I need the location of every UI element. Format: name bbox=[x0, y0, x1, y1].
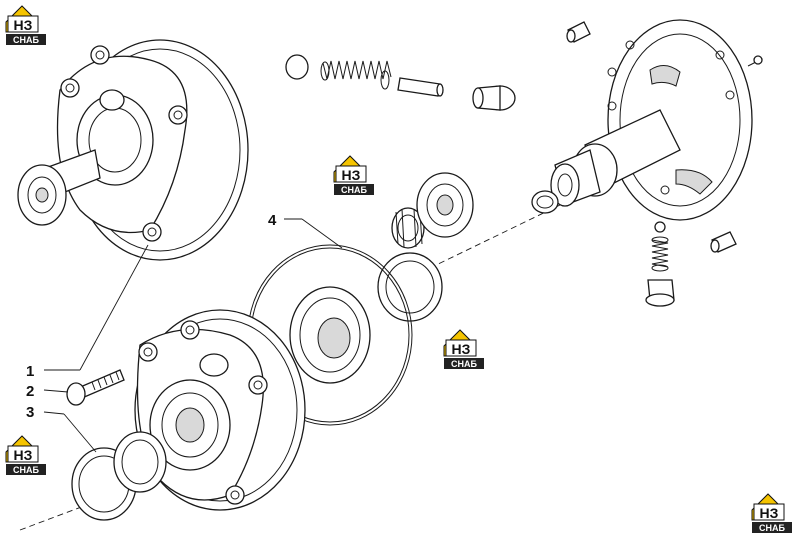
watermark-logo-bottom-right: НЗ СНАБ bbox=[751, 493, 792, 533]
dowel-pin-top bbox=[566, 21, 591, 43]
callout-3: 3 bbox=[26, 404, 34, 421]
drive-gear-small bbox=[416, 172, 474, 238]
watermark-logo-top-left: НЗ СНАБ bbox=[5, 5, 46, 45]
dowel-pin-right bbox=[710, 231, 737, 253]
bushing-small bbox=[531, 190, 559, 214]
o-ring-small bbox=[285, 54, 309, 80]
watermark-tagline: СНАБ bbox=[13, 465, 39, 475]
watermark-mark: НЗ bbox=[452, 341, 471, 357]
leader-line-3b bbox=[63, 413, 97, 453]
screw-small-top bbox=[747, 55, 763, 67]
bearing-ring bbox=[377, 252, 443, 322]
seal-spacer bbox=[113, 431, 167, 493]
watermark-tagline: СНАБ bbox=[341, 185, 367, 195]
watermark-tagline: СНАБ bbox=[759, 523, 785, 533]
watermark-logo-lower-left: НЗ СНАБ bbox=[5, 435, 46, 475]
callout-1: 1 bbox=[26, 363, 34, 380]
plug-screw bbox=[645, 279, 675, 307]
leader-line-4b bbox=[301, 218, 343, 249]
shaft-axis-line bbox=[429, 204, 561, 269]
leader-line-2 bbox=[43, 389, 69, 393]
bolt bbox=[66, 369, 125, 406]
callout-2: 2 bbox=[26, 383, 34, 400]
valve-plunger bbox=[472, 85, 516, 111]
spring-lower bbox=[651, 236, 669, 272]
stator-shaft-assembly bbox=[550, 19, 753, 221]
pin-upper bbox=[397, 77, 444, 97]
watermark-tagline: СНАБ bbox=[451, 359, 477, 369]
ring-gear bbox=[289, 286, 371, 384]
watermark-mark: НЗ bbox=[14, 447, 33, 463]
watermark-mark: НЗ bbox=[760, 505, 779, 521]
lower-axis-line bbox=[19, 454, 221, 531]
needle-bearing bbox=[391, 207, 425, 249]
spring-upper bbox=[320, 60, 392, 90]
watermark-logo-mid: НЗ СНАБ bbox=[333, 155, 374, 195]
leader-line-3 bbox=[43, 411, 65, 415]
ball-check bbox=[654, 221, 666, 233]
watermark-mark: НЗ bbox=[342, 167, 361, 183]
upper-pump-housing bbox=[17, 39, 249, 261]
watermark-logo-center-right: НЗ СНАБ bbox=[443, 329, 484, 369]
watermark-mark: НЗ bbox=[14, 17, 33, 33]
lower-pump-housing bbox=[134, 309, 306, 511]
leader-line-1b bbox=[79, 244, 149, 371]
callout-4: 4 bbox=[268, 212, 277, 229]
watermark-tagline: СНАБ bbox=[13, 35, 39, 45]
